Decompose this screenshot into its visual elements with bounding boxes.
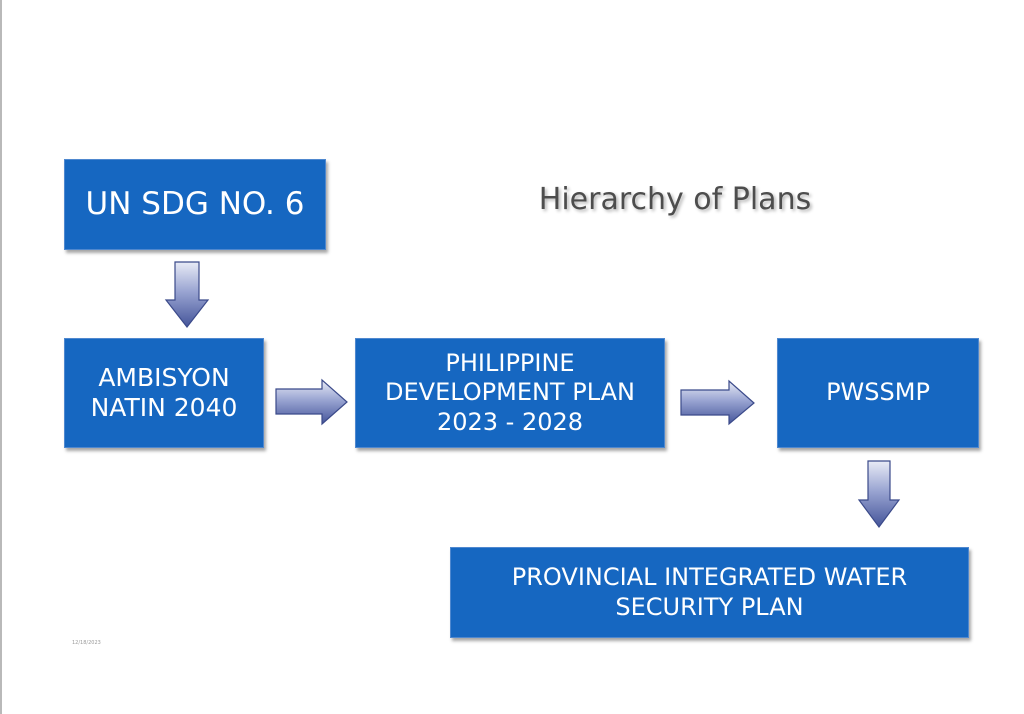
box-pdp-line1: PHILIPPINE <box>445 349 575 378</box>
arrow-right-pdp-to-pwssmp <box>680 379 755 426</box>
box-provincial: PROVINCIAL INTEGRATED WATER SECURITY PLA… <box>450 547 969 638</box>
box-pwssmp-label: PWSSMP <box>826 378 930 407</box>
box-provincial-line1: PROVINCIAL INTEGRATED WATER <box>511 563 908 592</box>
box-un-sdg-label: UN SDG NO. 6 <box>85 185 305 222</box>
diagram-title: Hierarchy of Plans <box>538 182 812 217</box>
box-pdp-line2: DEVELOPMENT PLAN <box>385 378 635 407</box>
box-provincial-line2: SECURITY PLAN <box>615 592 804 621</box>
footer-date: 12/18/2023 <box>72 640 101 646</box>
box-ambisyon: AMBISYON NATIN 2040 <box>64 338 264 448</box>
box-pwssmp: PWSSMP <box>777 338 979 448</box>
box-un-sdg: UN SDG NO. 6 <box>64 159 326 250</box>
arrow-down-pwssmp-to-provincial <box>857 460 901 529</box>
box-pdp-line3: 2023 - 2028 <box>436 407 584 436</box>
box-ambisyon-line1: AMBISYON <box>98 362 230 392</box>
slide-edge <box>0 0 2 714</box>
arrow-down-un-to-ambisyon <box>164 261 210 328</box>
arrow-right-ambisyon-to-pdp <box>275 378 348 426</box>
box-ambisyon-line2: NATIN 2040 <box>90 393 238 422</box>
box-pdp: PHILIPPINE DEVELOPMENT PLAN 2023 - 2028 <box>355 338 665 448</box>
